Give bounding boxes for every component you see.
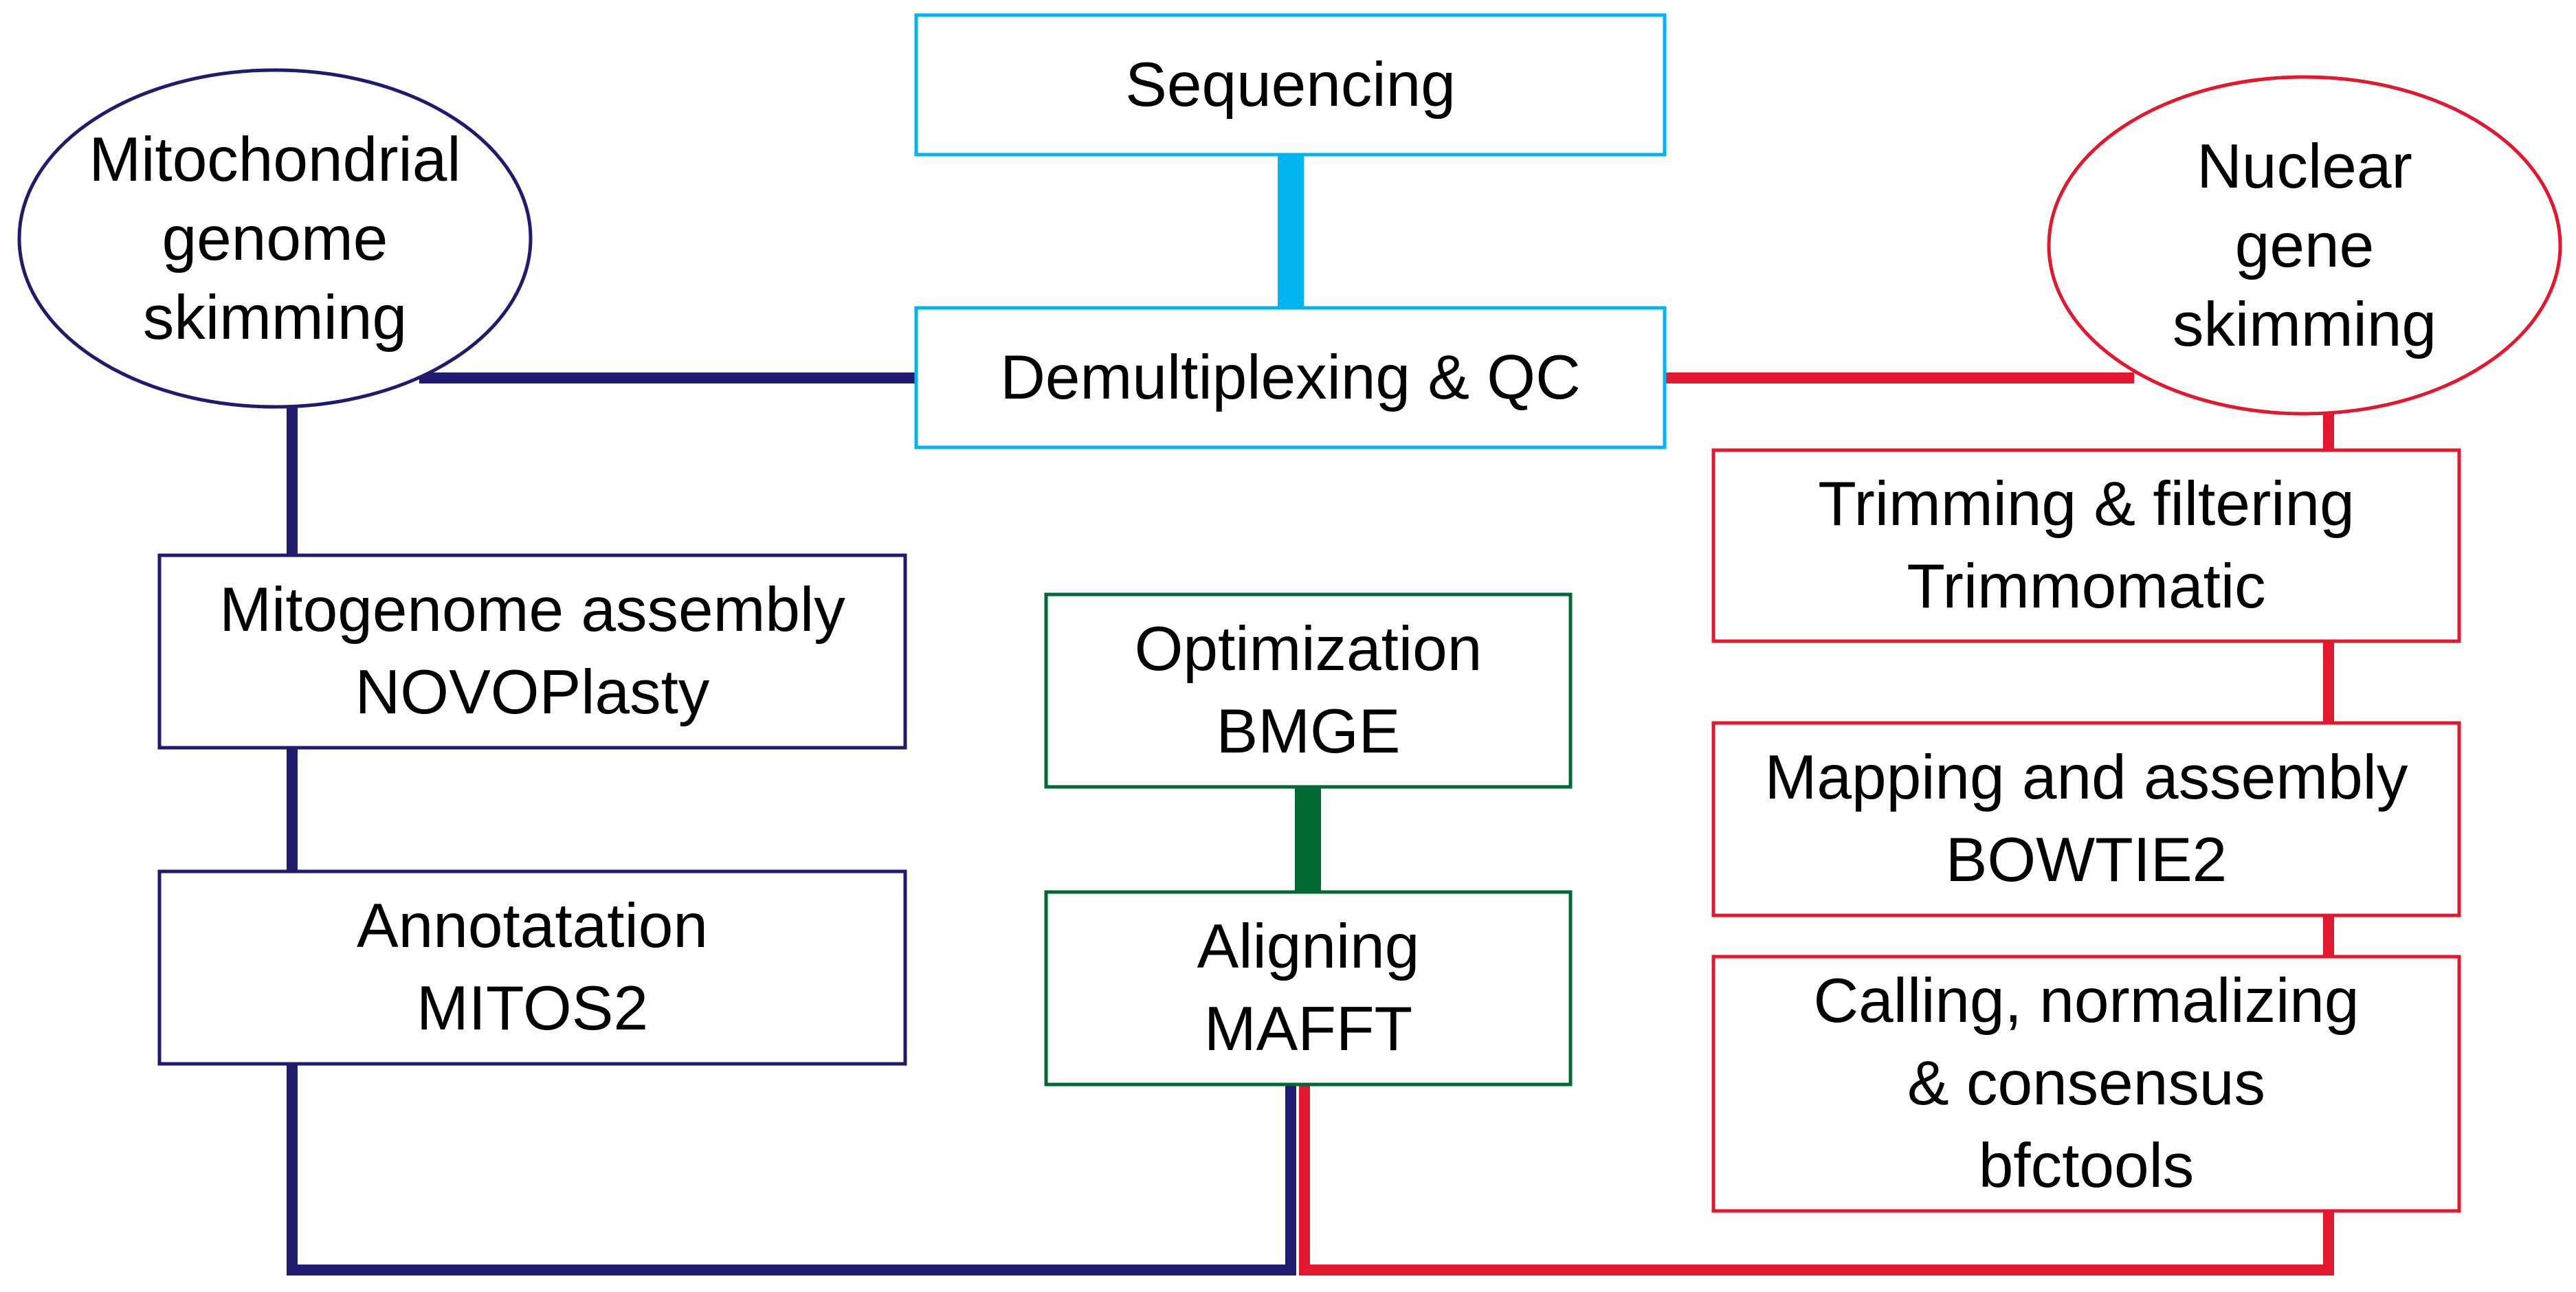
calling-box: [1711, 955, 2461, 1213]
calling-label: Calling, normalizing & consensus bfctool…: [1713, 957, 2459, 1211]
nuclear-skimming-line-1: Nuclear: [2197, 131, 2412, 201]
optimization-line-1: Optimization: [1134, 614, 1483, 684]
aligning-line-2: MAFFT: [1203, 994, 1413, 1064]
nuclear-skimming-label: Nuclear gene skimming: [2049, 77, 2560, 414]
annotation-line-1: Annotatation: [356, 891, 709, 961]
calling-line-3: bfctools: [1978, 1131, 2195, 1201]
annotation-box: [157, 869, 907, 1066]
mito-skimming-line-1: Mitochondrial: [89, 124, 461, 194]
aligning-line-1: Aligning: [1197, 912, 1420, 981]
optimization-line-2: BMGE: [1216, 697, 1401, 766]
mito-skimming-line-2: genome: [162, 203, 388, 274]
calling-line-2: & consensus: [1907, 1049, 2266, 1118]
nuclear-skimming-line-3: skimming: [2172, 289, 2437, 359]
sequencing-text: Sequencing: [1125, 49, 1456, 120]
nuclear-skimming-ellipse: [2047, 75, 2562, 416]
annotation-line-2: MITOS2: [416, 974, 649, 1043]
demultiplexing-box: [914, 306, 1667, 449]
mitogenome-assembly-box: [157, 553, 907, 750]
sequencing-box: [914, 13, 1667, 157]
trimming-line-2: Trimmomatic: [1907, 552, 2266, 621]
trimming-label: Trimming & filtering Trimmomatic: [1713, 450, 2459, 641]
mapping-box: [1711, 721, 2461, 917]
demultiplexing-label: Demultiplexing & QC: [916, 308, 1665, 447]
annotation-label: Annotatation MITOS2: [159, 871, 905, 1064]
optimization-label: Optimization BMGE: [1046, 594, 1570, 787]
mito-skimming-line-3: skimming: [142, 282, 408, 353]
mitogenome-assembly-line-1: Mitogenome assembly: [219, 575, 845, 645]
mapping-line-2: BOWTIE2: [1945, 825, 2228, 895]
connector-mito-pipeline: [287, 407, 1296, 1276]
optimization-box: [1044, 592, 1573, 789]
sequencing-label: Sequencing: [916, 15, 1665, 155]
mitogenome-assembly-line-2: NOVOPlasty: [355, 658, 710, 727]
aligning-label: Aligning MAFFT: [1046, 892, 1570, 1084]
mapping-line-1: Mapping and assembly: [1764, 743, 2408, 812]
aligning-box: [1044, 890, 1573, 1087]
nuclear-skimming-line-2: gene: [2234, 210, 2375, 280]
mitogenome-assembly-label: Mitogenome assembly NOVOPlasty: [159, 555, 905, 748]
calling-line-1: Calling, normalizing: [1813, 966, 2360, 1036]
mapping-label: Mapping and assembly BOWTIE2: [1713, 723, 2459, 915]
mito-skimming-label: Mitochondrial genome skimming: [19, 70, 531, 407]
mito-skimming-ellipse: [17, 68, 533, 409]
trimming-line-1: Trimming & filtering: [1818, 469, 2355, 539]
trimming-box: [1711, 448, 2461, 643]
demultiplexing-text: Demultiplexing & QC: [1000, 342, 1581, 412]
